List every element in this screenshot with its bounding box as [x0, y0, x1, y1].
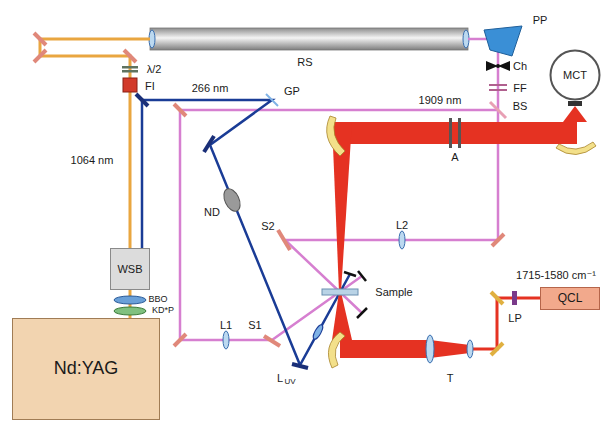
mirror [124, 50, 136, 62]
ir-beam [470, 298, 540, 349]
part-label: S2 [261, 220, 274, 232]
pump-beam [40, 39, 150, 248]
bbo-crystal [114, 296, 146, 304]
mirror [34, 33, 46, 45]
mirror [34, 50, 46, 62]
range-label: 1715-1580 cm⁻¹ [516, 269, 596, 281]
crystal-label: BBO [148, 295, 167, 305]
part-label: L2 [396, 219, 408, 231]
parabolic-mirror [556, 142, 596, 155]
raman-tube [150, 28, 468, 50]
part-label: Ch [513, 60, 527, 72]
stokes-beam [180, 110, 498, 340]
steering-mirror [264, 336, 280, 346]
lens [399, 231, 405, 249]
wavelength-label: 1909 nm [419, 94, 462, 106]
part-label: BS [513, 100, 528, 112]
beam-splitter [490, 102, 506, 118]
waveplate [122, 66, 138, 69]
chopper [486, 61, 510, 71]
uv-mirror [292, 364, 308, 368]
uv-beam [142, 100, 350, 365]
detector-window [568, 101, 582, 106]
lens [223, 331, 229, 349]
mirror [491, 292, 503, 304]
kdp-crystal [114, 307, 146, 315]
aperture [449, 118, 452, 148]
wavelength-label: 1064 nm [71, 154, 114, 166]
waveplate [122, 70, 138, 73]
part-label: L1 [220, 319, 232, 331]
parabolic-mirror [327, 116, 345, 156]
telescope-lens [467, 340, 473, 358]
nd-filter [221, 186, 244, 214]
aperture [458, 118, 461, 148]
laser-box: QCL [540, 287, 600, 310]
mirror [492, 234, 504, 246]
sample-cell [322, 289, 358, 295]
part-label: LP [508, 312, 521, 324]
longpass-filter [512, 291, 517, 305]
part-label: GP [284, 85, 300, 97]
parabolic-mirror [328, 332, 345, 368]
telescope-lens [426, 335, 434, 363]
filter [489, 89, 507, 91]
stokes-beam [285, 50, 498, 313]
chopper-hub [496, 64, 500, 68]
ir-beam [340, 340, 430, 358]
pellin-broca-prism [484, 26, 522, 56]
part-label: PP [533, 14, 548, 26]
uv-lens [311, 324, 324, 341]
part-label: λ/2 [147, 63, 162, 75]
crystal-label: KD*P [152, 306, 174, 316]
part-label: A [451, 151, 458, 163]
uv-mirror [136, 94, 148, 106]
part-label: FF [513, 82, 526, 94]
uv-mirror [204, 136, 214, 152]
ir-beam-focus [332, 292, 352, 340]
glan-prism [266, 94, 278, 106]
steering-mirror [278, 230, 290, 250]
faraday-isolator [123, 78, 137, 92]
detector-circle: MCT [549, 49, 601, 101]
part-label: RS [297, 56, 312, 68]
beam-dump [357, 308, 367, 318]
separator-box: WSB [110, 248, 150, 290]
part-label: Sample [375, 286, 412, 298]
part-label: L [277, 372, 283, 384]
mirror [491, 343, 503, 355]
mirror [174, 104, 186, 116]
filter [489, 84, 507, 86]
wavelength-label: 266 nm [192, 82, 229, 94]
beam-dump [344, 272, 356, 276]
node-label: MCT [563, 69, 587, 81]
part-label: T [447, 372, 454, 384]
beam-dump [358, 271, 366, 281]
node-label: Nd:YAG [54, 359, 119, 379]
part-label: FI [145, 80, 155, 92]
ir-beam-telescope [430, 340, 470, 358]
node-label: QCL [558, 292, 583, 305]
part-label: S1 [248, 319, 261, 331]
node-label: WSB [117, 263, 142, 275]
part-label: ND [204, 206, 220, 218]
laser-box: Nd:YAG [12, 318, 160, 420]
detector-circle-shape [551, 51, 600, 100]
ir-beam-focus [563, 106, 587, 122]
subscript-label: UV [284, 378, 295, 387]
mirror [174, 334, 186, 346]
